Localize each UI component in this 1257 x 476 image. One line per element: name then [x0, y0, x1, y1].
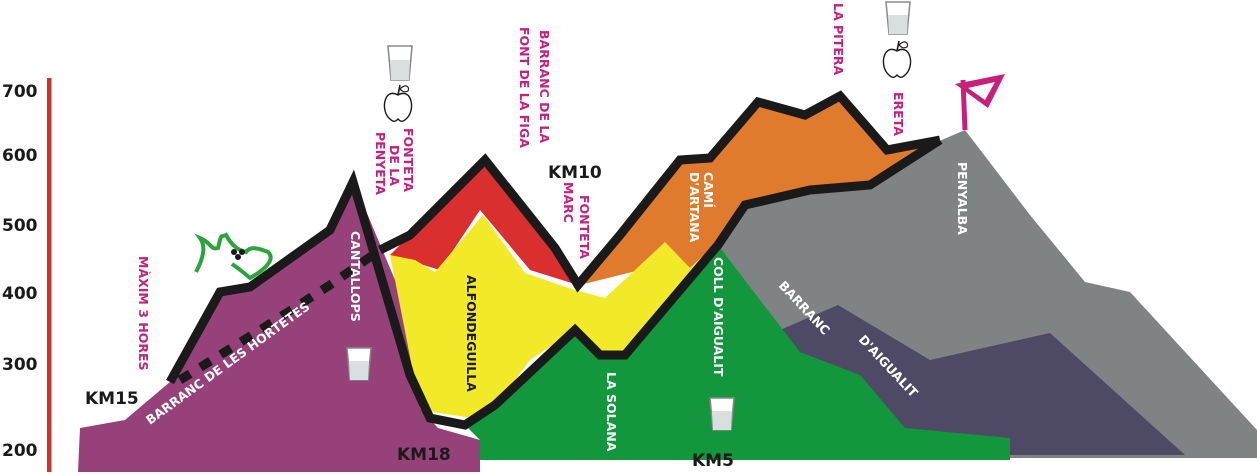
green-solana — [465, 245, 1010, 460]
fonteta-marc-line-1: FONTETA — [577, 195, 592, 259]
water-cup-icon — [709, 397, 735, 431]
cami-artana-line-2: D'ARTANA — [687, 172, 702, 243]
km18-label: KM18 — [397, 445, 451, 465]
elevation-tick-600: 600 — [2, 146, 38, 166]
terrain — [78, 96, 1257, 472]
pink-labels: MÀXIM 3 HORES FONTETA DE LA PENYETA BARR… — [136, 3, 906, 371]
penyalba-label: PENYALBA — [955, 162, 970, 235]
elevation-tick-500: 500 — [2, 216, 38, 236]
purple-cantallops — [78, 180, 480, 472]
route-black-outline — [166, 136, 943, 430]
elevation-axis: 700 600 500 400 300 200 — [2, 78, 52, 472]
water-cup-icon — [346, 347, 372, 381]
fonteta-penyeta-line-1: FONTETA — [401, 128, 416, 192]
water-cup-icon — [387, 45, 413, 81]
ereta-label: ERETA — [891, 92, 906, 136]
fonteta-penyeta-line-2: DE LA — [387, 145, 402, 186]
coll-aiguait-label: COLL D'AIGUALIT — [711, 257, 726, 377]
barranc-figa-line-1: BARRANC DE LA — [537, 30, 552, 143]
route-upper-outline — [377, 90, 941, 293]
cami-artana-line-1: CAMÍ — [701, 172, 716, 208]
barranc-figa-line-2: FONT DE LA FIGA — [517, 27, 532, 148]
km10-label: KM10 — [548, 163, 602, 183]
yellow-alfondeguilla — [390, 215, 720, 420]
elevation-tick-400: 400 — [2, 284, 38, 304]
vine-icon — [194, 232, 273, 281]
water-cup-icon — [885, 1, 911, 35]
elevation-axis-bar — [47, 78, 52, 472]
red-peak — [390, 157, 578, 285]
maxim-3-hores-label: MÀXIM 3 HORES — [136, 256, 151, 371]
elevation-tick-300: 300 — [2, 355, 38, 375]
elevation-tick-200: 200 — [2, 441, 38, 461]
orange-slope — [580, 96, 940, 285]
cantallops-label: CANTALLOPS — [348, 231, 363, 322]
fonteta-marc-line-2: MARC — [561, 182, 576, 223]
route-outline — [166, 90, 943, 430]
la-pitera-label: LA PITERA — [831, 3, 846, 75]
km-markers: KM15 KM18 KM10 KM5 — [85, 163, 734, 471]
apple-icon — [882, 40, 912, 78]
apple-icon — [383, 84, 413, 122]
elevation-tick-700: 700 — [2, 82, 38, 102]
km15-label: KM15 — [85, 389, 139, 409]
summit-flag-icon — [955, 74, 1005, 131]
la-solana-label: LA SOLANA — [604, 372, 619, 452]
fonteta-penyeta-line-3: PENYETA — [373, 132, 388, 195]
alfondeguilla-label: ALFONDEGUILLA — [464, 275, 479, 392]
km5-label: KM5 — [692, 451, 734, 471]
